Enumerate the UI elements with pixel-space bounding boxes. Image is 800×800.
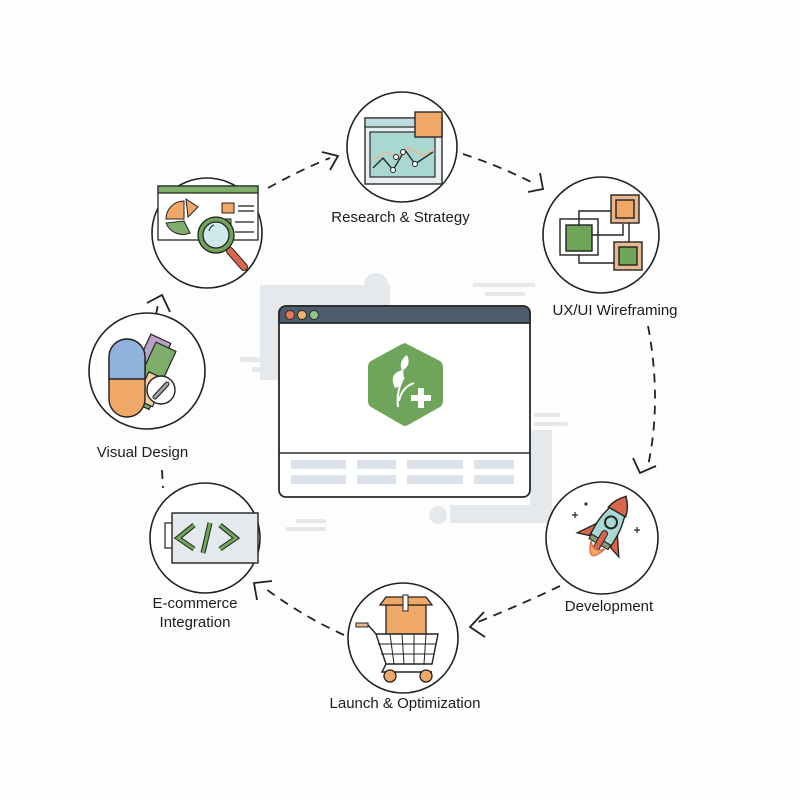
- analytics-window-icon: [346, 91, 458, 203]
- step-ecommerce-integration[interactable]: [148, 481, 262, 595]
- step-development[interactable]: [544, 480, 660, 596]
- step-label-launch: Launch & Optimization: [329, 695, 481, 712]
- step-label-ecommerce-line2: Integration: [159, 614, 231, 631]
- shopping-cart-box-icon: [347, 582, 459, 694]
- step-launch-optimization[interactable]: [346, 582, 460, 694]
- step-label-development: Development: [564, 598, 654, 615]
- step-ux-ui-wireframing[interactable]: [541, 175, 662, 296]
- step-label-research: Research & Strategy: [331, 209, 470, 226]
- step-label-visual: Visual Design: [96, 444, 189, 461]
- leaf-plus-logo-icon: [368, 343, 443, 426]
- rocket-icon: [545, 481, 659, 595]
- step-label-ecommerce-line1: E-commerce: [152, 595, 238, 612]
- wireframe-blocks-icon: [542, 176, 660, 294]
- pill-swatches-icon: [88, 312, 206, 430]
- step-label-ecommerce: E-commerce Integration: [130, 594, 260, 632]
- step-visual-design[interactable]: [87, 311, 207, 431]
- step-discovery-analytics[interactable]: [150, 173, 266, 289]
- step-label-wireframing: UX/UI Wireframing: [552, 302, 678, 319]
- center-website-window: [278, 305, 531, 498]
- magnifier-report-icon: [151, 177, 263, 289]
- code-brackets-icon: [149, 482, 261, 594]
- step-research-strategy[interactable]: [345, 90, 461, 206]
